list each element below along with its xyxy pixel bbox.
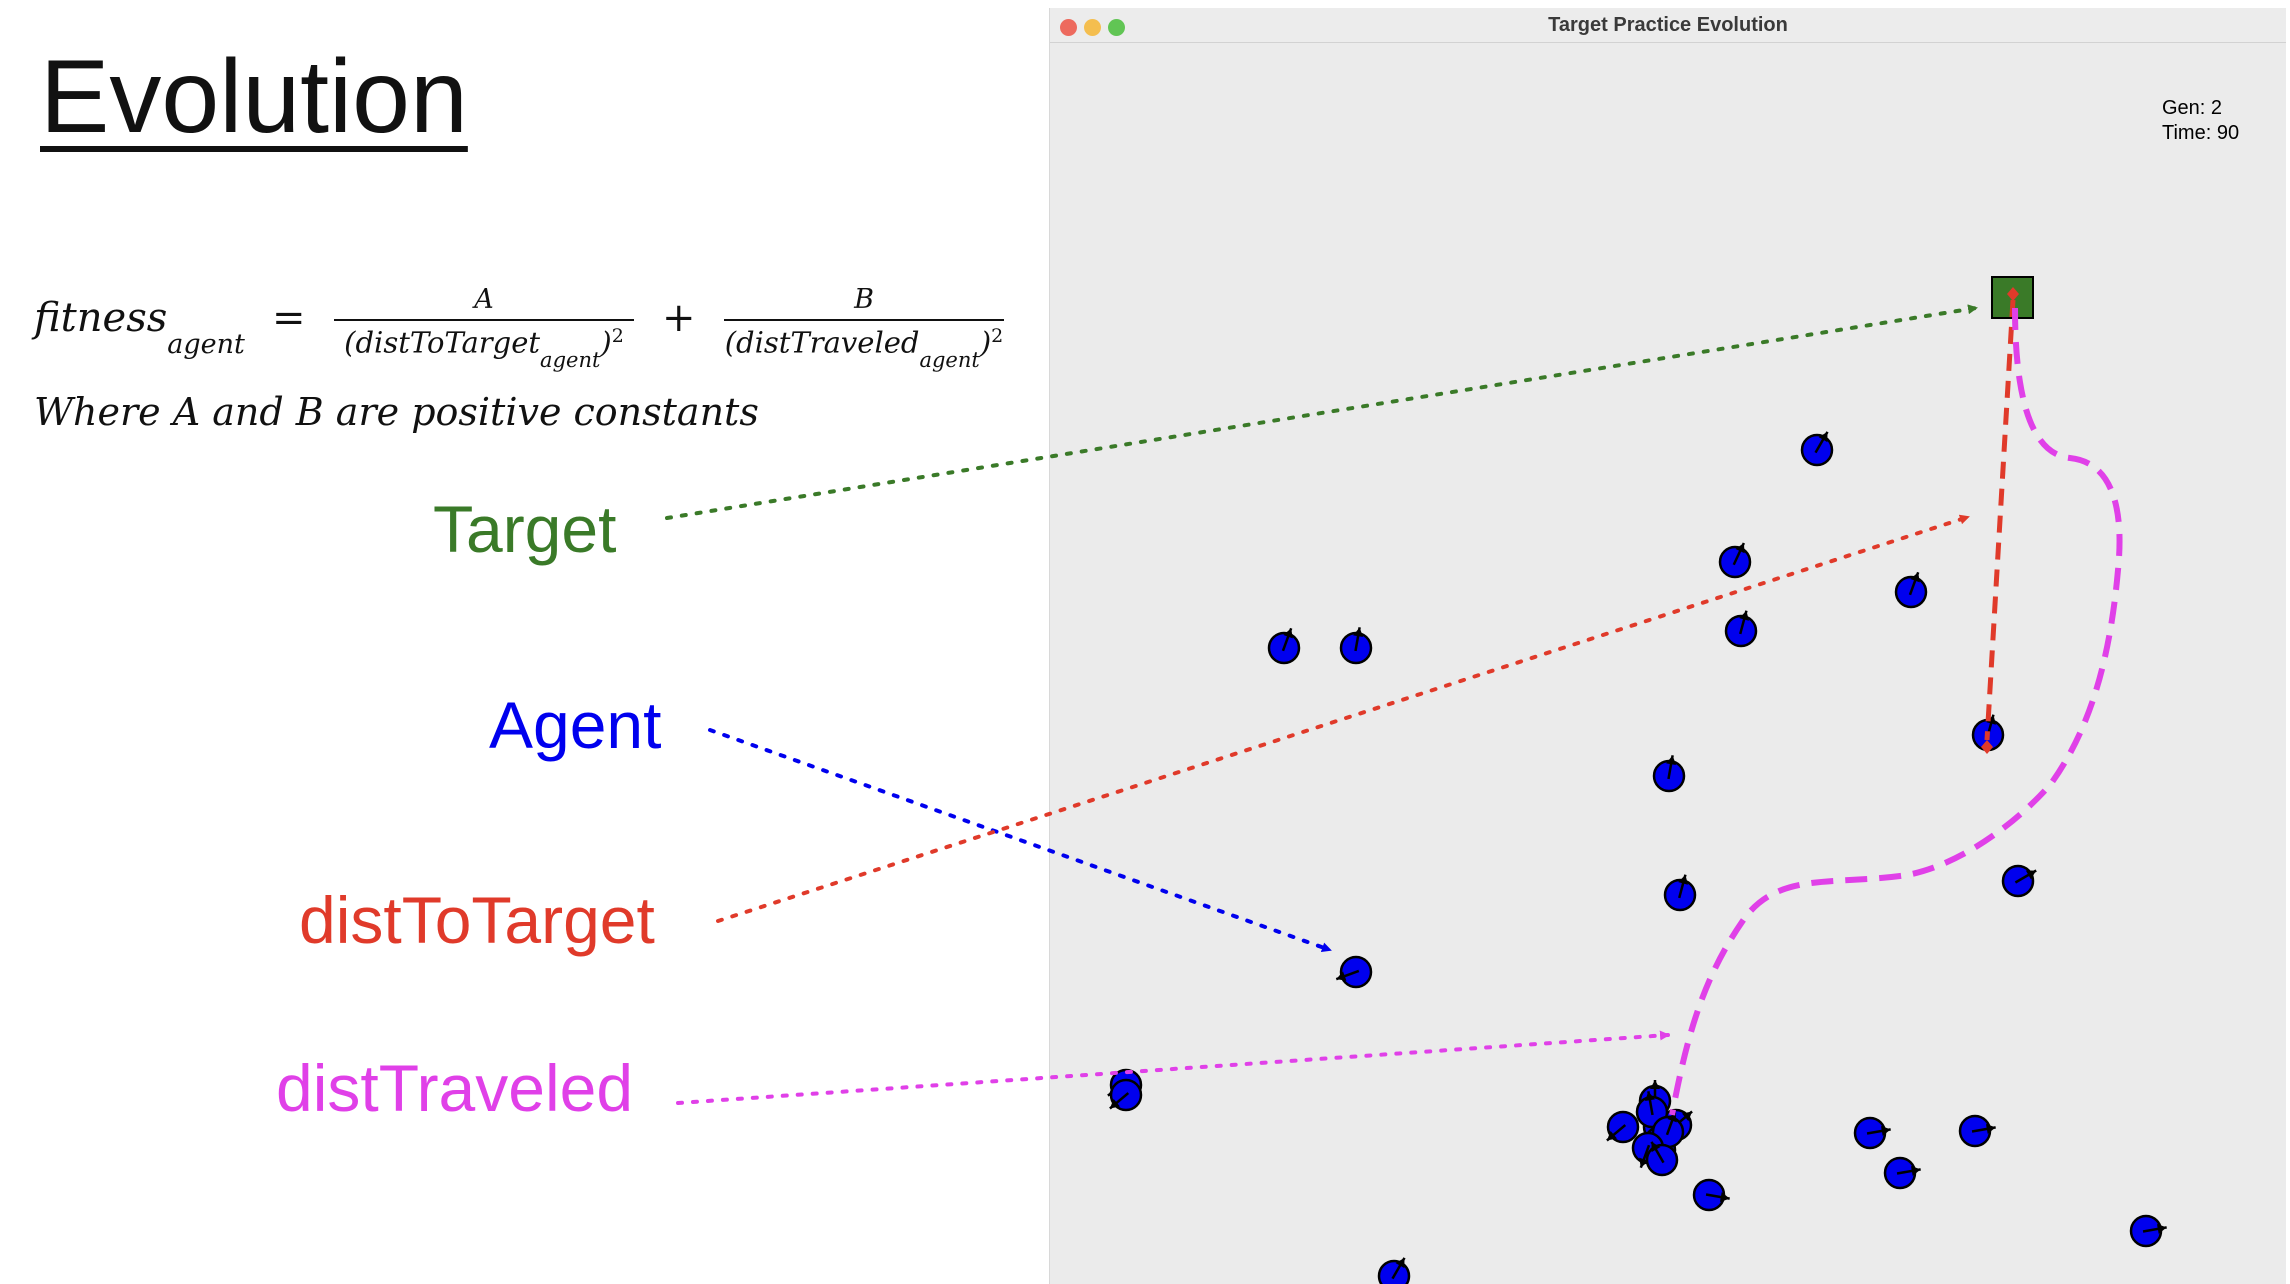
time-counter: Time: 90: [2162, 122, 2240, 144]
formula-term-2-denominator: (distTraveledagent)2: [724, 325, 1004, 372]
minimize-button[interactable]: [1084, 19, 1101, 36]
window-titlebar[interactable]: Target Practice Evolution: [1050, 8, 2286, 43]
formula-term-2-fraction-bar: [724, 319, 1004, 321]
label-agent: Agent: [489, 688, 662, 762]
label-dist-to-target: distToTarget: [299, 883, 655, 957]
hud-stats: Gen: 2 Time: 90: [2162, 96, 2239, 146]
formula-term-2: B (distTraveledagent)2: [724, 283, 1004, 372]
formula-plus: +: [662, 295, 696, 341]
generation-counter: Gen: 2: [2162, 97, 2223, 119]
constants-note: Where A and B are positive constants: [34, 390, 759, 434]
formula-equals: =: [272, 295, 306, 341]
window-title: Target Practice Evolution: [1548, 14, 1788, 36]
fitness-formula: fitnessagent = A (distToTargetagent)2 + …: [34, 283, 1024, 403]
label-target: Target: [433, 492, 617, 566]
formula-term-1-fraction-bar: [334, 319, 634, 321]
formula-term-1-numerator: A: [474, 284, 494, 315]
formula-term-1: A (distToTargetagent)2: [334, 283, 634, 372]
formula-term-1-denominator: (distToTargetagent)2: [344, 325, 624, 372]
zoom-button[interactable]: [1108, 19, 1125, 36]
close-button[interactable]: [1060, 19, 1077, 36]
formula-term-2-numerator: B: [854, 284, 874, 315]
simulation-window: Target Practice Evolution Gen: 2 Time: 9…: [1049, 8, 2286, 1284]
label-dist-traveled: distTraveled: [276, 1051, 634, 1125]
formula-lhs-subscript: agent: [167, 329, 245, 360]
formula-lhs: fitnessagent: [34, 295, 245, 360]
slide-title: Evolution: [40, 39, 468, 155]
